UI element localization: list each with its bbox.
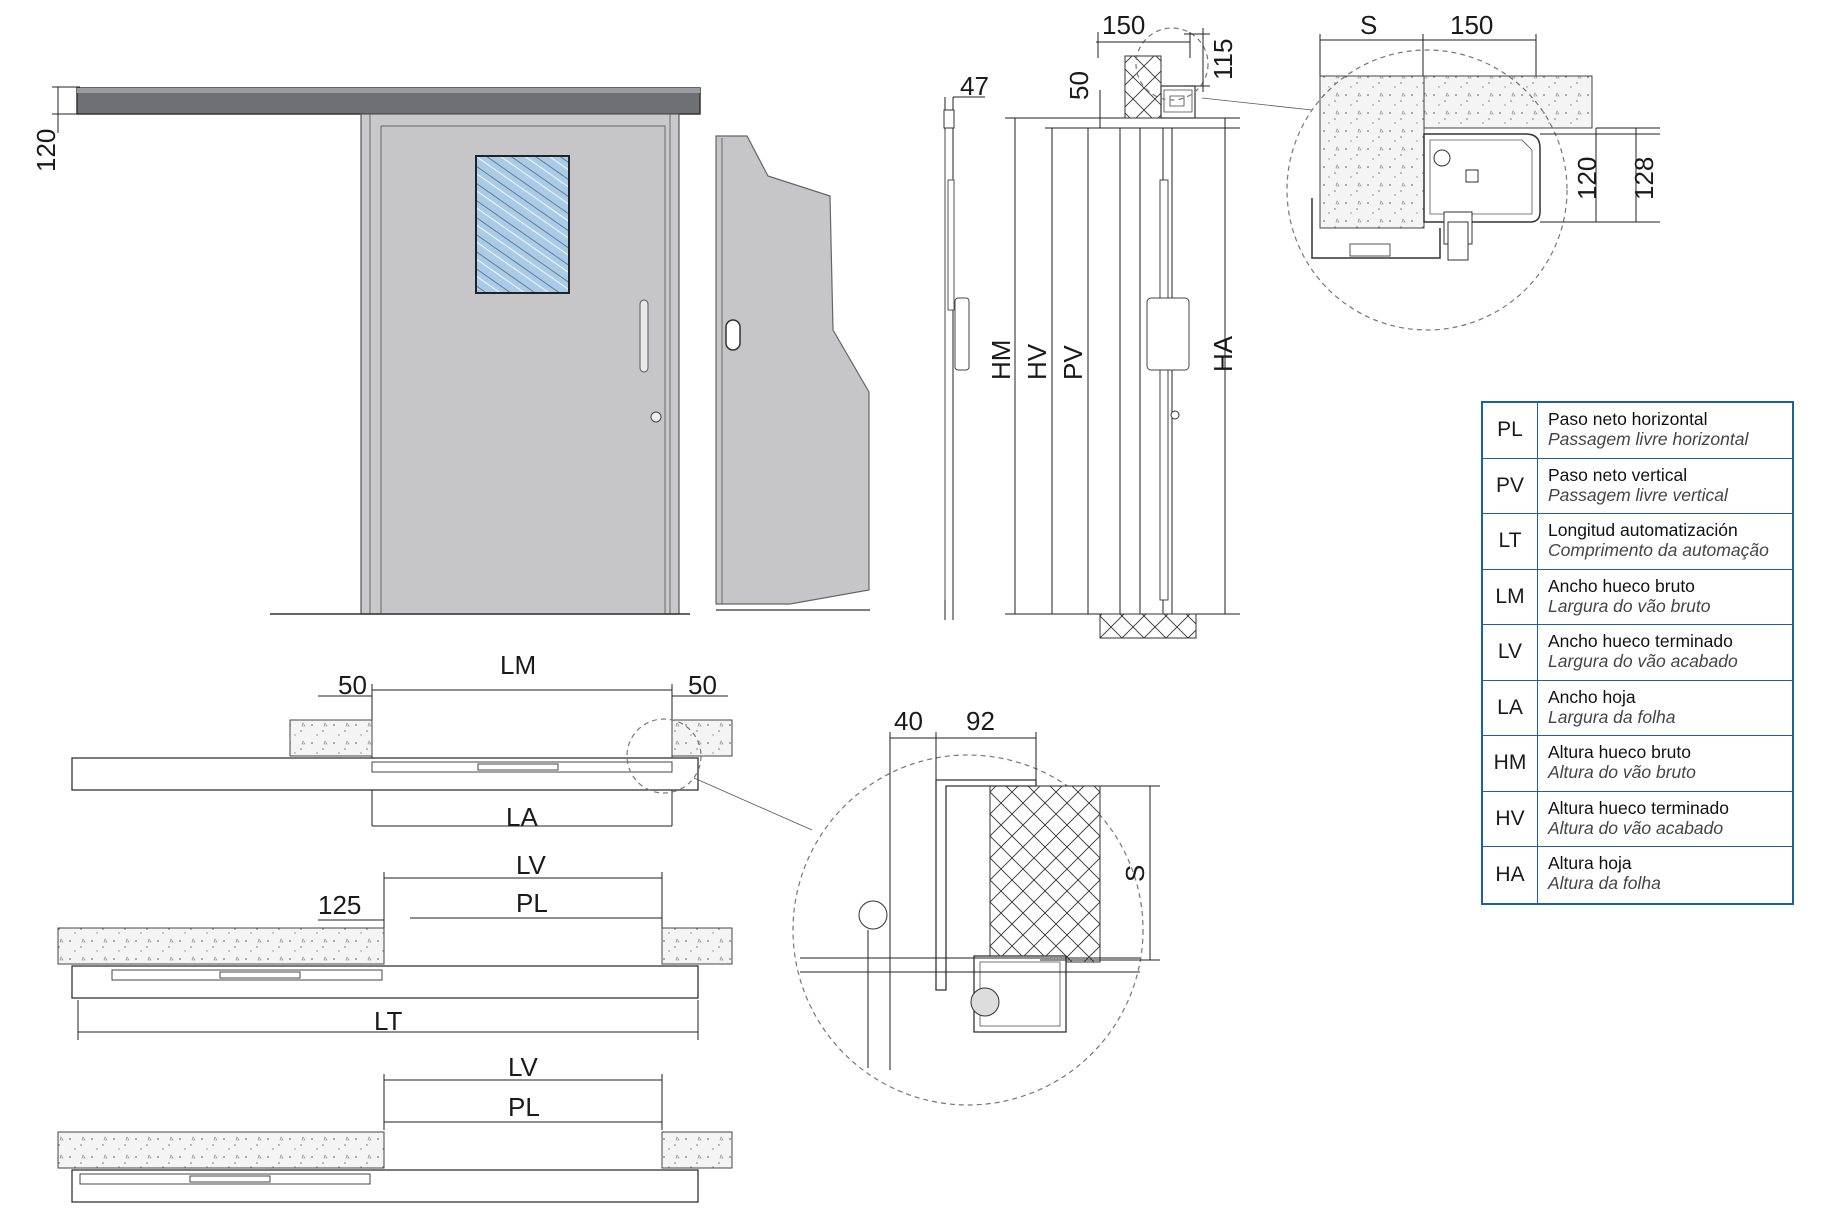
plan-1: 50 LM 50 LA	[71, 650, 813, 832]
dim-top-150: 150	[1102, 10, 1145, 40]
legend-pt: Passagem livre horizontal	[1548, 429, 1749, 449]
label-LV-3: LV	[508, 1052, 539, 1082]
dim-plan1-50-right: 50	[688, 670, 717, 700]
label-HA: HA	[1208, 335, 1238, 372]
label-HM: HM	[986, 340, 1016, 380]
legend-code: HM	[1483, 736, 1538, 791]
legend-pt: Passagem livre vertical	[1548, 484, 1728, 505]
legend-es: Altura hueco terminado	[1548, 797, 1729, 818]
legend-code: PV	[1483, 458, 1538, 513]
top-detail: S 150 120 128	[1286, 10, 1660, 331]
label-LA: LA	[506, 802, 538, 832]
dim-40: 40	[894, 706, 923, 736]
dim-115: 115	[1208, 39, 1238, 80]
legend-es: Longitud automatización	[1548, 520, 1738, 540]
dim-S-top: S	[1360, 10, 1377, 40]
vertical-section-thin: 47	[943, 71, 989, 620]
legend-es: Ancho hueco terminado	[1548, 631, 1733, 651]
plan-detail: 40 92 S	[792, 706, 1160, 1106]
label-LT: LT	[374, 1006, 403, 1036]
plan-2: LV PL 125 LT	[57, 850, 733, 1040]
legend-es: Paso neto horizontal	[1548, 409, 1708, 429]
legend-code: LT	[1483, 514, 1538, 569]
legend-code: PL	[1483, 403, 1538, 458]
door-window	[475, 155, 570, 294]
legend-pt: Largura do vão bruto	[1548, 595, 1711, 616]
dim-125: 125	[318, 890, 361, 920]
legend-pt: Altura do vão bruto	[1548, 762, 1696, 782]
dim-47: 47	[960, 71, 989, 101]
legend-pt: Largura do vão acabado	[1548, 651, 1738, 671]
dim-50: 50	[1064, 71, 1094, 100]
legend-pt: Comprimento da automação	[1548, 540, 1769, 560]
label-PL-2: PL	[516, 888, 548, 918]
legend-code: HV	[1483, 791, 1538, 846]
legend-es: Ancho hoja	[1548, 686, 1636, 707]
label-LV-2: LV	[516, 850, 547, 880]
legend-code: HA	[1483, 847, 1538, 903]
legend-es: Altura hueco bruto	[1548, 742, 1692, 762]
legend-pt: Altura da folha	[1548, 873, 1661, 893]
legend-pt: Largura da folha	[1548, 706, 1676, 727]
legend-es: Altura hoja	[1548, 853, 1632, 873]
legend-code: LM	[1483, 569, 1538, 624]
label-LM: LM	[500, 650, 536, 680]
label-HV: HV	[1022, 343, 1052, 380]
legend-code: LV	[1483, 625, 1538, 680]
legend-pt: Altura do vão acabado	[1548, 817, 1724, 838]
dim-S-plan: S	[1120, 865, 1150, 882]
dim-92: 92	[966, 706, 995, 736]
dim-detail-150: 150	[1450, 10, 1493, 40]
door-handle	[639, 299, 649, 373]
vertical-section: HM HV PV HA 150 115 50	[986, 10, 1313, 639]
dim-120: 120	[1572, 157, 1602, 200]
legend-es: Ancho hueco bruto	[1548, 575, 1695, 596]
legend-code: LA	[1483, 680, 1538, 735]
label-PL-3: PL	[508, 1092, 540, 1122]
door-side-view	[715, 135, 870, 605]
dim-128: 128	[1629, 157, 1659, 200]
label-PV: PV	[1058, 345, 1088, 380]
door-lock	[650, 411, 662, 423]
plan-3: LV PL	[57, 1052, 733, 1203]
dim-header-height: 120	[31, 129, 61, 172]
legend-es: Paso neto vertical	[1548, 464, 1688, 485]
dim-plan1-50-left: 50	[338, 670, 367, 700]
front-elevation: 120	[31, 86, 870, 615]
